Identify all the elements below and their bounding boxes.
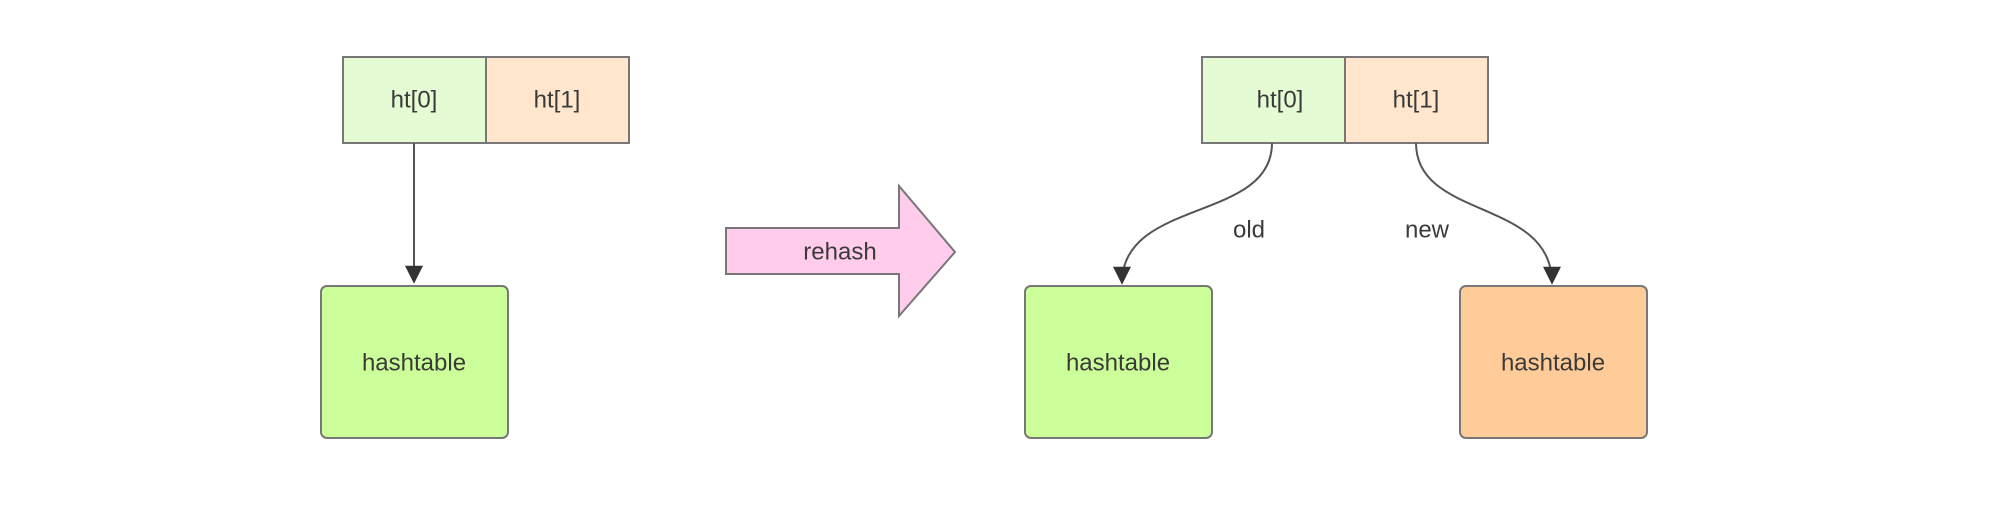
rehash-label: rehash — [803, 238, 876, 265]
before-dict-node: ht[0] ht[1] — [342, 56, 630, 144]
before-ht0-cell — [342, 56, 487, 144]
before-hashtable-box — [320, 285, 509, 439]
before-ht1-cell — [485, 56, 630, 144]
after-old-hashtable-node: hashtable — [1024, 285, 1213, 439]
after-new-hashtable-box — [1459, 285, 1648, 439]
after-edge-new — [1415, 142, 1561, 285]
after-edge-new-label: new — [1405, 216, 1450, 243]
after-new-hashtable-node: hashtable — [1459, 285, 1648, 439]
after-ht1-cell — [1344, 56, 1489, 144]
after-old-hashtable-label: hashtable — [1066, 349, 1170, 376]
before-hashtable-label: hashtable — [362, 349, 466, 376]
rehash-arrow-shape — [725, 183, 957, 319]
after-group: ht[0] ht[1] old new hashtable hashtable — [1024, 56, 1648, 439]
after-edge-old-label: old — [1233, 216, 1265, 243]
before-group: ht[0] ht[1] hashtable — [320, 56, 630, 439]
before-hashtable-node: hashtable — [320, 285, 509, 439]
before-ht0-label: ht[0] — [391, 86, 438, 113]
after-dict-node: ht[0] ht[1] — [1201, 56, 1489, 144]
after-ht0-label: ht[0] — [1257, 86, 1304, 113]
after-ht1-label: ht[1] — [1393, 86, 1440, 113]
after-new-hashtable-label: hashtable — [1501, 349, 1605, 376]
rehash-transition: rehash — [725, 183, 957, 319]
after-edge-old — [1113, 142, 1273, 285]
after-old-hashtable-box — [1024, 285, 1213, 439]
before-ht1-label: ht[1] — [534, 86, 581, 113]
